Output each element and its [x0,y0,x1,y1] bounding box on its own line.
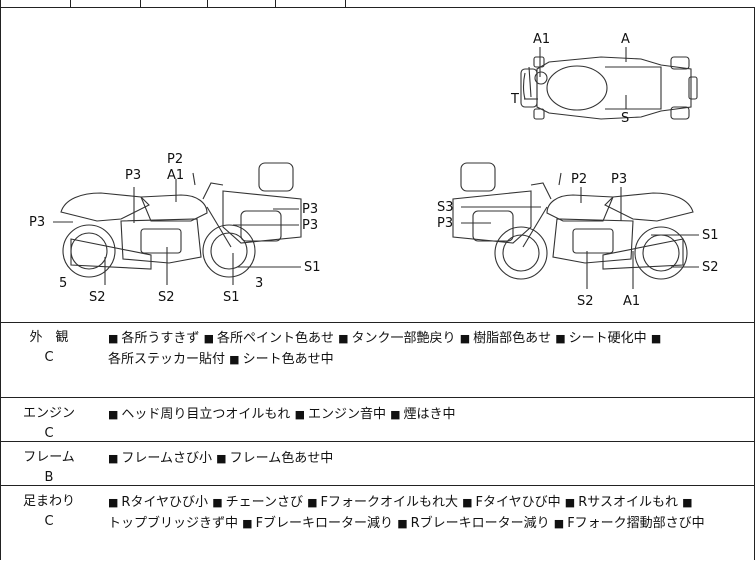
condition-item: 各所ステッカー貼付 [108,352,226,367]
bullet-square-icon: ■ [203,332,214,345]
condition-row-exterior: 外 観 C ■各所うすきず ■各所ペイント色あせ ■タンク一部艶戻り ■樹脂部色… [0,322,755,398]
condition-item: チェーンさび [225,495,303,510]
diagram-label: A1 [533,32,550,47]
bullet-square-icon: ■ [462,496,473,509]
condition-item: 樹脂部色あせ [473,331,552,346]
bullet-square-icon: ■ [108,452,119,465]
diagram-label: 5 [59,276,67,291]
bullet-square-icon: ■ [216,452,227,465]
condition-item: フレームさび小 [121,451,213,466]
bullet-square-icon: ■ [553,517,565,530]
diagram-label: P3 [302,218,318,233]
row-items: ■Rタイヤひび小 ■チェーンさび ■Fフォークオイルもれ大 ■Fタイヤひび中 ■… [108,492,748,534]
condition-row-frame: フレーム B ■フレームさび小 ■フレーム色あせ中 [0,442,755,486]
bullet-square-icon: ■ [390,408,401,421]
bullet-square-icon: ■ [682,496,693,509]
strip-cell [345,0,755,7]
condition-item: Fフォークオイルもれ大 [320,495,458,510]
diagram-label: P3 [125,168,141,183]
row-category: エンジン C [1,398,97,444]
bullet-square-icon: ■ [555,332,566,345]
diagram-label: P3 [611,172,627,187]
bullet-square-icon: ■ [307,496,318,509]
bullet-square-icon: ■ [650,332,662,345]
bullet-square-icon: ■ [229,353,240,366]
bullet-square-icon: ■ [212,496,223,509]
bullet-square-icon: ■ [108,496,119,509]
condition-item: シート色あせ中 [242,352,334,367]
condition-item: Fブレーキローター減り [255,516,394,531]
diagram-label: P3 [302,202,318,217]
category-name: フレーム [23,450,75,465]
damage-diagram: A1 A T S P2 P3 A1 P3 P3 P3 S1 5 S2 S2 S1… [0,7,755,323]
diagram-label: P2 [571,172,587,187]
condition-item: フレーム色あせ中 [229,451,334,466]
diagram-label: S3 [437,200,454,215]
motorcycle-diagram-svg: A1 A T S P2 P3 A1 P3 P3 P3 S1 5 S2 S2 S1… [29,32,719,309]
diagram-label: S1 [304,260,321,275]
left-view-motorcycle [60,162,302,278]
diagram-label: P2 [167,152,183,167]
bullet-square-icon: ■ [397,517,408,530]
row-category: フレーム B [1,442,97,488]
bullet-square-icon: ■ [459,332,471,345]
bullet-square-icon: ■ [338,332,349,345]
condition-item: 各所ペイント色あせ [216,331,334,346]
diagram-label: P3 [437,216,453,231]
row-items: ■フレームさび小 ■フレーム色あせ中 [108,448,748,469]
top-view-motorcycle [520,56,698,120]
category-grade: C [44,426,54,441]
diagram-label: P3 [29,215,45,230]
condition-item: Rタイヤひび小 [121,495,209,510]
diagram-label: S2 [89,290,106,305]
bullet-square-icon: ■ [108,332,119,345]
top-strip [0,0,755,8]
diagram-label: S [621,111,629,126]
strip-cell [0,0,71,7]
bullet-square-icon: ■ [108,408,119,421]
condition-item: Rブレーキローター減り [410,516,550,531]
bullet-square-icon: ■ [242,517,253,530]
condition-item: 各所うすきず [121,331,200,346]
condition-item: Fタイヤひび中 [475,495,561,510]
diagram-label: S1 [223,290,240,305]
row-category: 外 観 C [1,322,97,368]
strip-cell [70,0,141,7]
condition-item: トップブリッジきず中 [108,516,239,531]
condition-item: タンク一部艶戻り [351,331,456,346]
category-name: 外 観 [29,330,69,345]
condition-item: エンジン音中 [307,407,386,422]
condition-item: 煙はき中 [403,407,456,422]
category-grade: C [44,514,54,529]
row-items: ■ヘッド周り目立つオイルもれ ■エンジン音中 ■煙はき中 [108,404,748,425]
condition-item: Rサスオイルもれ [578,495,678,510]
diagram-label: 3 [255,276,263,291]
row-items: ■各所うすきず ■各所ペイント色あせ ■タンク一部艶戻り ■樹脂部色あせ ■シー… [108,328,748,370]
strip-cell [140,0,208,7]
bullet-square-icon: ■ [564,496,576,509]
bullet-square-icon: ■ [294,408,305,421]
diagram-label: A1 [167,168,184,183]
category-grade: B [44,470,54,485]
condition-row-engine: エンジン C ■ヘッド周り目立つオイルもれ ■エンジン音中 ■煙はき中 [0,398,755,442]
right-view-motorcycle [452,162,694,280]
diagram-label: T [510,92,519,107]
diagram-label: S2 [702,260,719,275]
diagram-label: S2 [158,290,175,305]
category-name: エンジン [22,406,75,421]
category-name: 足まわり [22,494,75,509]
row-category: 足まわり C [1,486,97,532]
strip-cell [207,0,276,7]
strip-cell [275,0,346,7]
condition-row-suspension: 足まわり C ■Rタイヤひび小 ■チェーンさび ■Fフォークオイルもれ大 ■Fタ… [0,486,755,560]
diagram-label: A [621,32,630,47]
diagram-label: S1 [702,228,719,243]
diagram-label: A1 [623,294,640,309]
condition-item: ヘッド周り目立つオイルもれ [121,407,291,422]
category-grade: C [44,350,54,365]
condition-item: Fフォーク摺動部さび中 [567,516,705,531]
condition-item: シート硬化中 [568,331,647,346]
diagram-label: S2 [577,294,594,309]
